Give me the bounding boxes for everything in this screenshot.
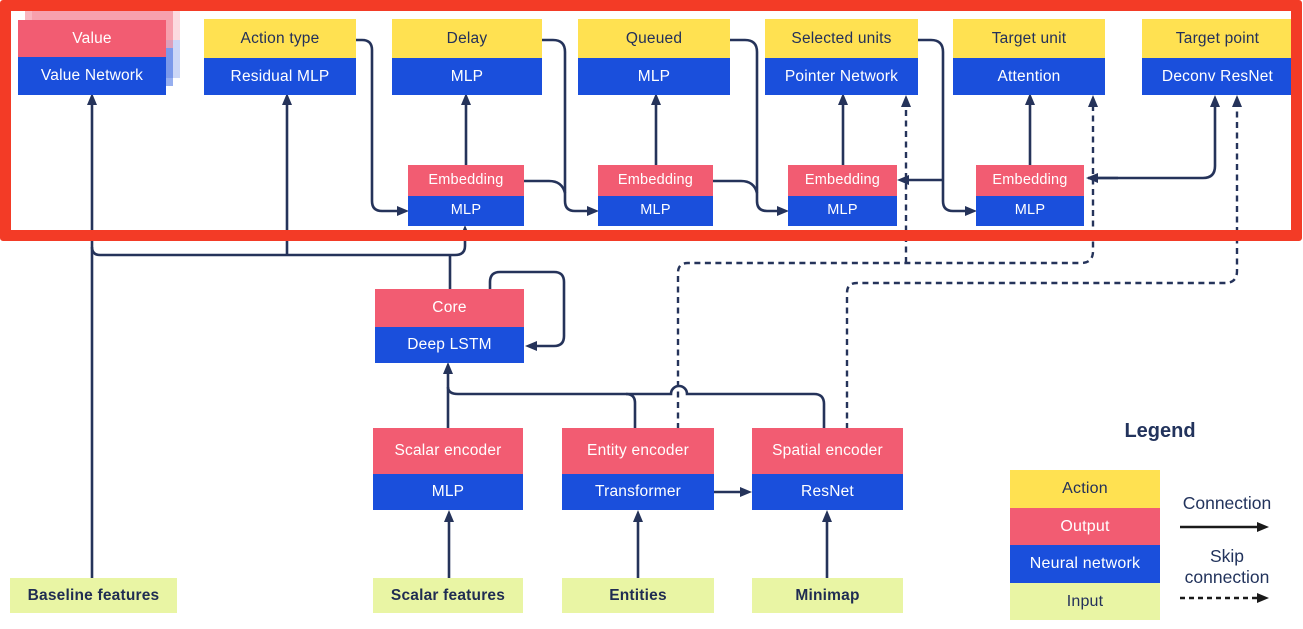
node-core: Core Deep LSTM [375,289,524,363]
embedding-2-label: Embedding [598,165,713,196]
conn-actiontype-to-emb1 [356,38,409,216]
node-delay: Delay MLP [392,19,542,95]
legend-row-input: Input [1010,583,1160,620]
legend-skip-line2: connection [1184,567,1270,588]
spatial-encoder-label: Spatial encoder [752,428,903,474]
target-unit-network: Attention [953,58,1105,95]
legend-row-action: Action [1010,470,1160,508]
selected-units-label: Selected units [765,19,918,58]
legend-row-output: Output [1010,508,1160,545]
input-minimap: Minimap [752,578,903,613]
conn-core-bus-to-mlp1 [90,225,470,257]
legend-row-neural-network: Neural network [1010,545,1160,583]
node-target-unit: Target unit Attention [953,19,1105,95]
embedding-1-label: Embedding [408,165,524,196]
target-unit-label: Target unit [953,19,1105,58]
legend-skip-line1: Skip [1209,546,1245,566]
queued-network: MLP [578,58,730,95]
node-action-type: Action type Residual MLP [204,19,356,95]
conn-queued-to-emb3 [730,38,789,216]
value-network-label: Value Network [18,57,166,95]
queued-label: Queued [578,19,730,58]
scalar-encoder-network: MLP [373,474,523,510]
node-queued: Queued MLP [578,19,730,95]
embedding-1-network: MLP [408,196,524,226]
node-embedding-3: Embedding MLP [788,165,897,226]
node-embedding-4: Embedding MLP [976,165,1084,226]
value-output-label: Value [18,20,166,57]
node-spatial-encoder: Spatial encoder ResNet [752,428,903,510]
scalar-encoder-label: Scalar encoder [373,428,523,474]
action-type-label: Action type [204,19,356,58]
core-network: Deep LSTM [375,327,524,363]
conn-lstm-self-loop [488,270,566,351]
conn-entity-bus-join [625,392,637,428]
embedding-2-network: MLP [598,196,713,226]
legend-connection-label: Connection [1182,493,1272,513]
node-value: Value Value Network [18,20,166,95]
legend-skip-label: Skip connection [1168,546,1286,589]
conn-emb2-join [713,179,759,194]
solid-connections [87,38,1220,578]
embedding-4-network: MLP [976,196,1084,226]
conn-emb1-join [524,179,567,194]
input-baseline-features: Baseline features [10,578,177,613]
node-target-point: Target point Deconv ResNet [1142,19,1293,95]
node-entity-encoder: Entity encoder Transformer [562,428,714,510]
action-type-network: Residual MLP [204,58,356,95]
entity-encoder-network: Transformer [562,474,714,510]
conn-emb4-to-deconv [1088,95,1220,180]
skip-entity-to-attention [676,95,1098,429]
legend-arrows [1180,522,1269,603]
embedding-3-network: MLP [788,196,897,226]
delay-network: MLP [392,58,542,95]
skip-spatial-to-deconv [845,95,1242,429]
embedding-4-label: Embedding [976,165,1084,196]
conn-delay-to-emb2 [542,38,599,216]
core-label: Core [375,289,524,327]
node-embedding-1: Embedding MLP [408,165,524,226]
input-entities: Entities [562,578,714,613]
selected-units-network: Pointer Network [765,58,918,95]
node-selected-units: Selected units Pointer Network [765,19,918,95]
spatial-encoder-network: ResNet [752,474,903,510]
input-scalar-features: Scalar features [373,578,523,613]
embedding-3-label: Embedding [788,165,897,196]
skip-connections [676,95,1242,429]
node-scalar-encoder: Scalar encoder MLP [373,428,523,510]
delay-label: Delay [392,19,542,58]
legend-title: Legend [1124,420,1196,442]
entity-encoder-label: Entity encoder [562,428,714,474]
conn-selectedunits-to-emb4 [918,38,977,216]
target-point-label: Target point [1142,19,1293,58]
node-embedding-2: Embedding MLP [598,165,713,226]
conn-spatial-bus [446,384,826,428]
target-point-network: Deconv ResNet [1142,58,1293,95]
